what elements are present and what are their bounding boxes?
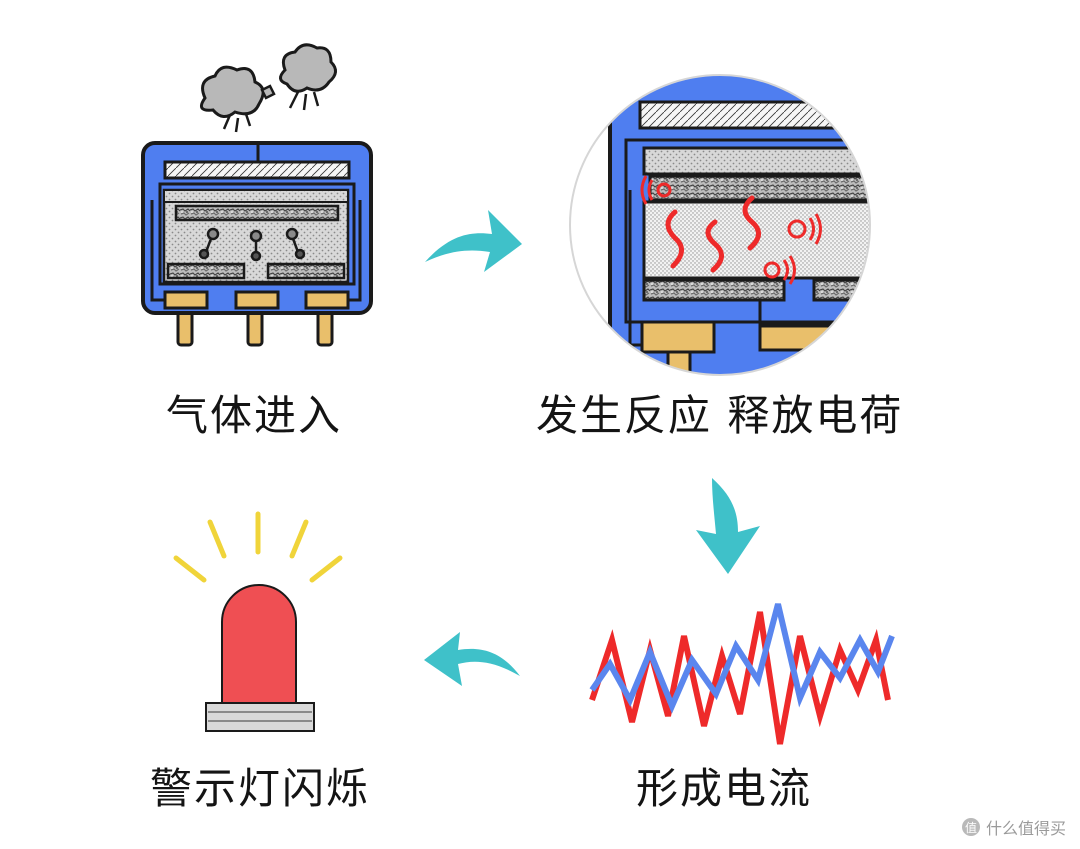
gas-sensor-icon	[141, 141, 373, 347]
step-label-current: 形成电流	[636, 764, 813, 813]
watermark: 值 什么值得买	[961, 815, 1066, 839]
step-label-reaction: 发生反应 释放电荷	[536, 391, 904, 440]
smoke-cloud-icon	[199, 43, 337, 133]
arrow-right-icon	[425, 210, 522, 272]
current-wave-icon	[589, 603, 895, 745]
magnified-sensor-icon	[569, 74, 871, 376]
alarm-lamp-icon	[173, 511, 343, 732]
step-label-gas-in: 气体进入	[166, 391, 343, 440]
step-label-alarm: 警示灯闪烁	[150, 764, 371, 813]
arrow-left-icon	[424, 632, 520, 686]
watermark-logo-icon: 值	[961, 818, 980, 836]
watermark-text: 什么值得买	[985, 819, 1066, 838]
arrow-down-icon	[696, 478, 760, 574]
